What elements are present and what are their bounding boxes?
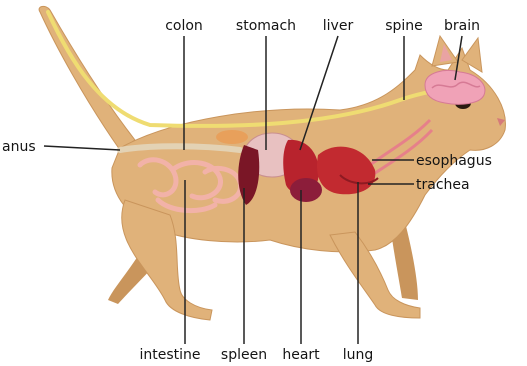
colon-organ: [216, 130, 248, 144]
label-stomach: stomach: [236, 18, 296, 34]
label-spleen: spleen: [221, 347, 267, 363]
label-trachea: trachea: [416, 177, 470, 193]
label-liver: liver: [323, 18, 354, 34]
label-esophagus: esophagus: [416, 153, 492, 169]
label-heart: heart: [282, 347, 320, 363]
leader-anus: [44, 146, 120, 150]
label-colon: colon: [165, 18, 203, 34]
label-intestine: intestine: [139, 347, 200, 363]
label-anus: anus: [2, 139, 36, 155]
label-spine: spine: [385, 18, 423, 34]
label-lung: lung: [343, 347, 374, 363]
heart-organ: [290, 178, 322, 202]
label-brain: brain: [444, 18, 480, 34]
